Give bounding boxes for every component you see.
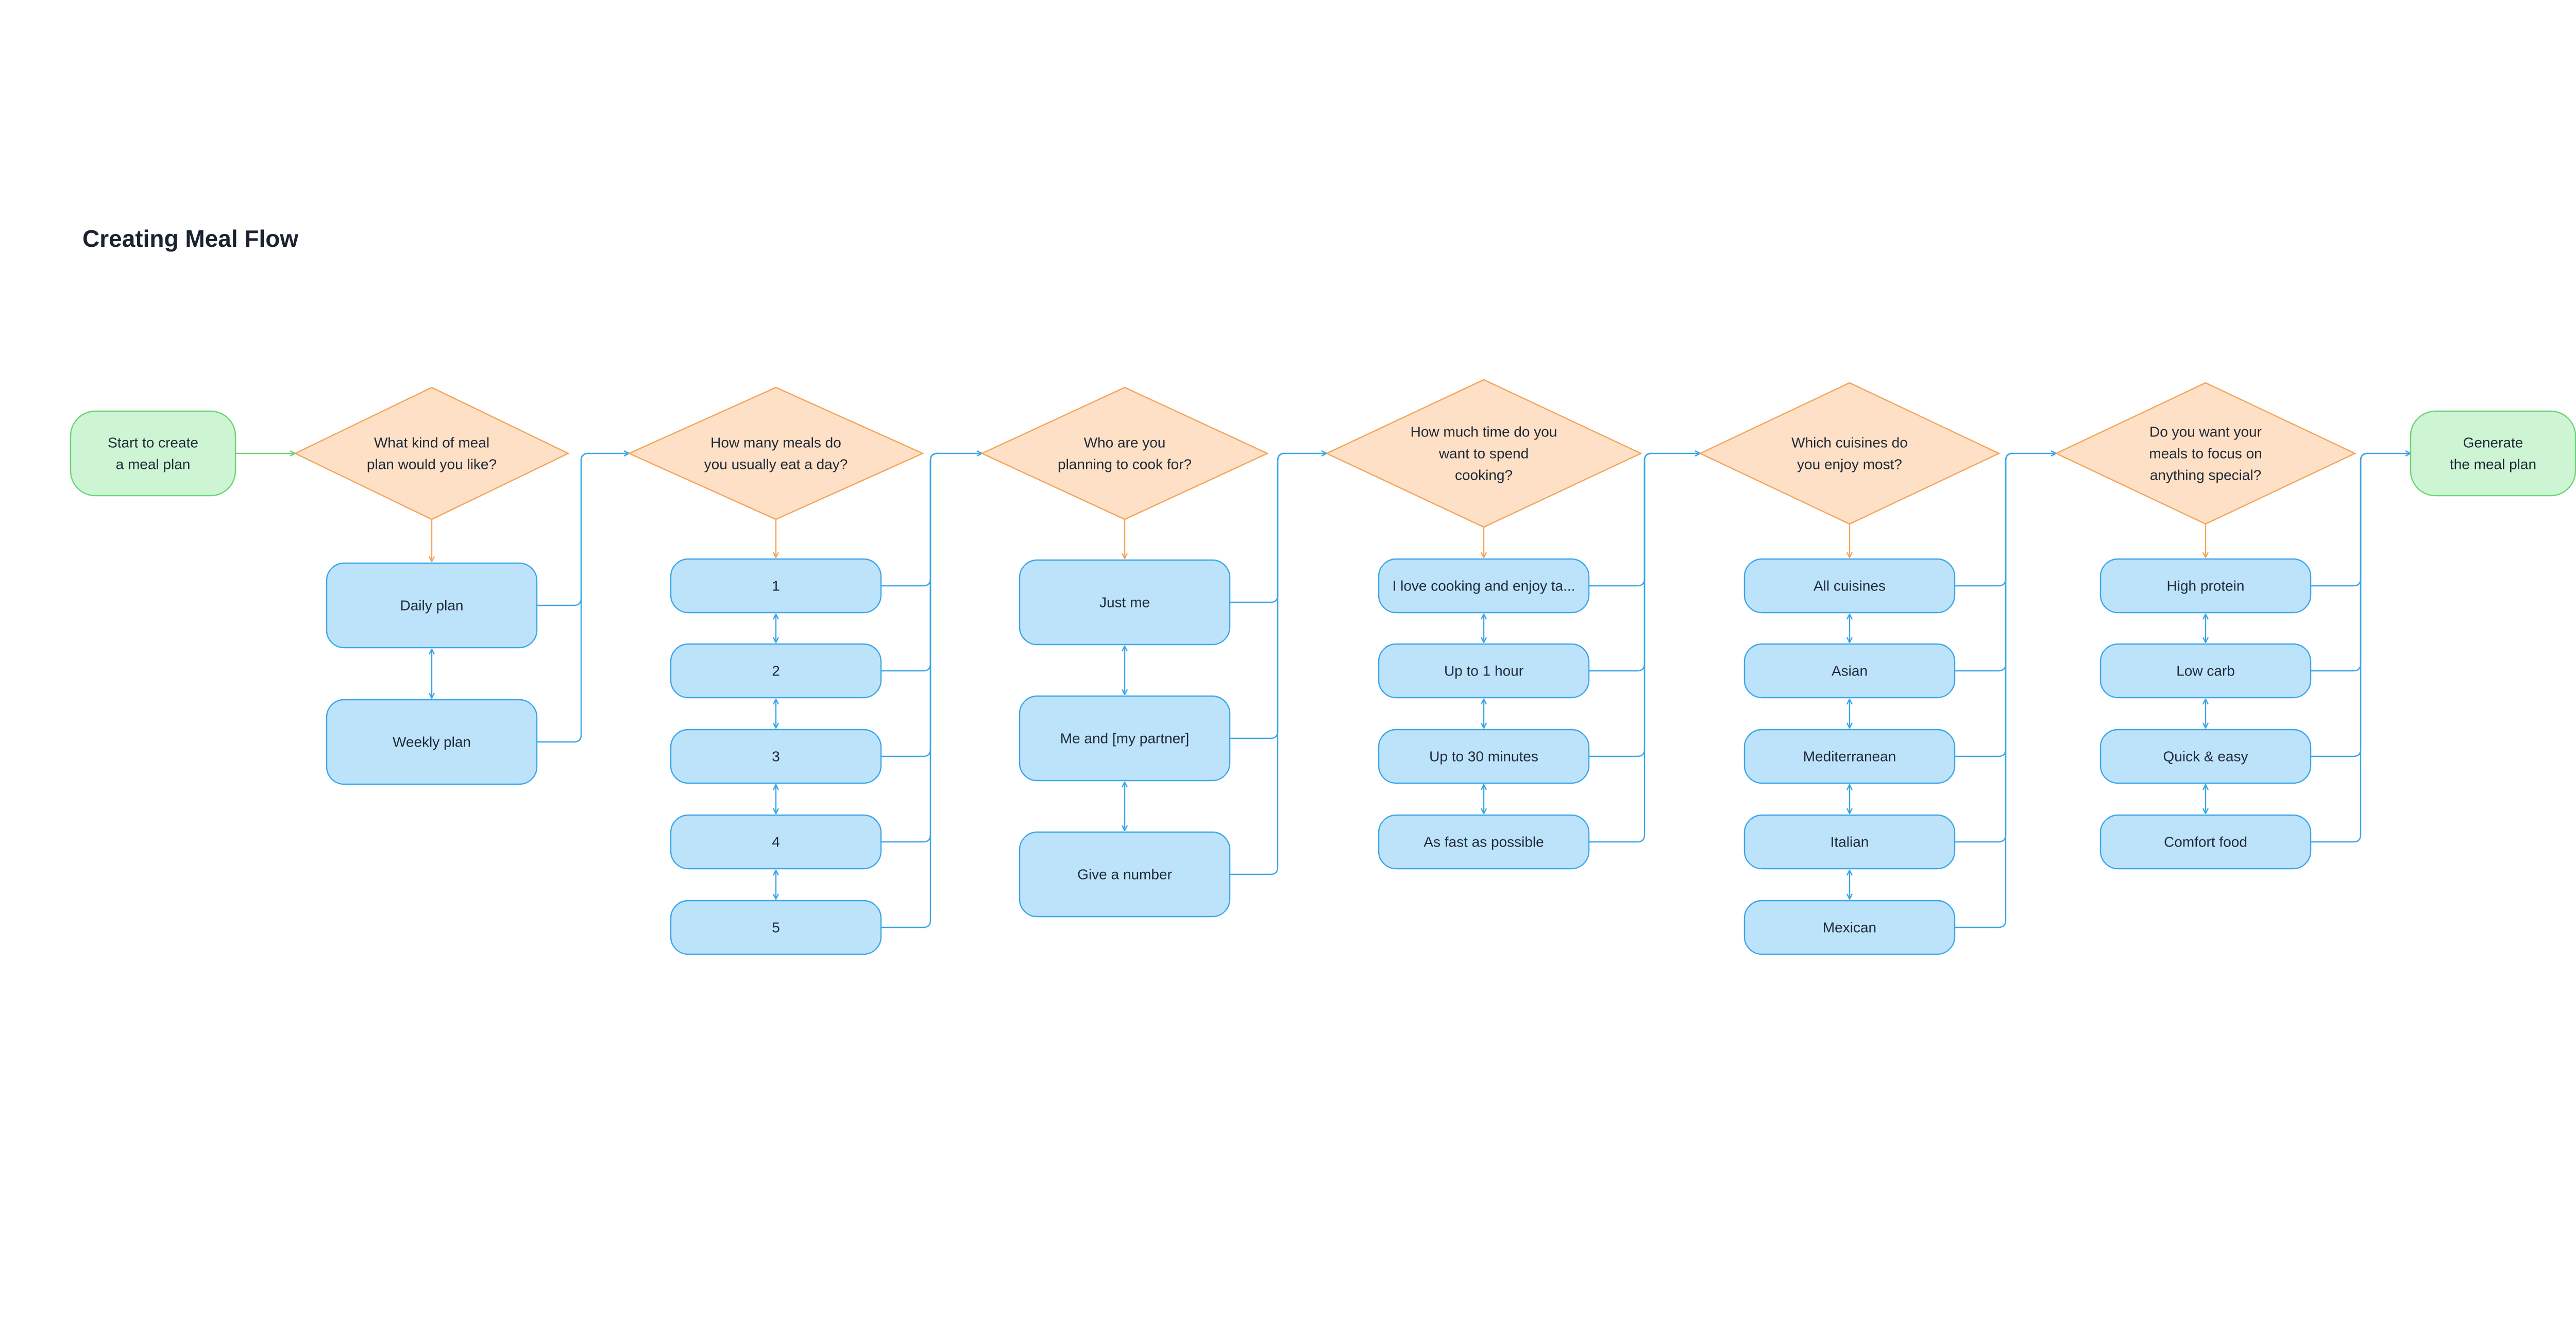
option-label: Daily plan [400,598,464,614]
decision-q6-text-line-3: anything special? [2150,467,2261,483]
decision-q1-text-line-2: plan would you like? [367,456,497,472]
decision-q5-text-line-1: Which cuisines do [1791,435,1908,451]
option-label: Me and [my partner] [1060,731,1190,747]
edge-q5-option-3-to-next [1955,452,2013,757]
option-label: 3 [772,749,780,765]
option-low-carb[interactable]: Low carb [2099,643,2312,699]
option-label: Up to 1 hour [1444,663,1523,679]
option-italian[interactable]: Italian [1743,814,1956,870]
decision-q5: Which cuisines do you enjoy most? [1699,382,2001,525]
start-node-line-2: a meal plan [116,456,191,472]
decision-q6: Do you want your meals to focus on anythin… [2055,382,2357,525]
decision-q1-text-line-1: What kind of meal [374,435,489,451]
edge-q2-option-4-to-next [881,452,938,843]
decision-q2-text-line-2: you usually eat a day? [704,456,848,472]
option-high-protein[interactable]: High protein [2099,558,2312,614]
option-daily-plan[interactable]: Daily plan [326,562,538,649]
option-label: 2 [772,663,780,679]
decision-q6-text-line-1: Do you want your [2149,424,2262,440]
option-mediterranean[interactable]: Mediterranean [1743,729,1956,784]
edge-q5-option-4-to-next [1955,452,2013,843]
option-i-love-cooking-and-enjoy-ta[interactable]: I love cooking and enjoy ta... [1378,558,1590,614]
decision-q4-text-line-1: How much time do you [1411,424,1557,440]
option-label: 4 [772,834,780,850]
option-all-cuisines[interactable]: All cuisines [1743,558,1956,614]
edge-q3-option-1-to-next [1230,452,1285,603]
decision-q4-text-line-3: cooking? [1455,467,1513,483]
option-label: Mexican [1823,920,1876,936]
edge-q5-option-5-to-next [1955,452,2013,928]
start-node-line-1: Start to create [108,435,198,451]
decision-q6-text-line-2: meals to focus on [2149,446,2262,462]
option-weekly-plan[interactable]: Weekly plan [326,699,538,785]
page-title: Creating Meal Flow [82,225,299,252]
option-label: Quick & easy [2163,749,2248,765]
edge-q4-option-3-to-next [1589,452,1652,757]
option-as-fast-as-possible[interactable]: As fast as possible [1378,814,1590,870]
edge-q3-option-2-to-next [1230,452,1285,739]
option-just-me[interactable]: Just me [1019,559,1231,646]
option-label: Just me [1099,595,1150,611]
decision-q5-text-line-2: you enjoy most? [1797,456,1902,472]
option-label: All cuisines [1814,578,1886,594]
start-node: Start to create a meal plan [70,410,236,497]
option-label: 1 [772,578,780,594]
option-label: Low carb [2176,663,2235,679]
option-label: As fast as possible [1423,834,1544,850]
option-label: Up to 30 minutes [1429,749,1538,765]
end-node: Generate the meal plan [2410,410,2576,497]
decision-q3-text-line-2: planning to cook for? [1058,456,1192,472]
edge-q6-option-1-to-next [2311,452,2368,587]
edge-q2-option-3-to-next [881,452,938,757]
end-node-line-1: Generate [2463,435,2523,451]
option-1[interactable]: 1 [670,558,882,614]
decision-q3: Who are you planning to cook for? [980,386,1269,520]
edge-q4-option-2-to-next [1589,452,1652,672]
decision-q4: How much time do you want to spend cooking… [1325,379,1642,528]
decision-q1: What kind of meal plan would you like? [294,386,570,520]
edge-q5-option-2-to-next [1955,452,2013,672]
edge-q5-option-1-to-next [1955,452,2013,587]
edge-q6-option-4-to-next [2311,452,2368,843]
option-label: I love cooking and enjoy ta... [1393,578,1575,594]
edge-q2-option-2-to-next [881,452,938,672]
option-quick-easy[interactable]: Quick & easy [2099,729,2312,784]
edge-q6-option-2-to-next [2311,452,2368,672]
decision-q4-text-line-2: want to spend [1438,446,1529,462]
decision-q2-text-line-1: How many meals do [710,435,841,451]
edge-q3-option-3-to-next [1230,452,1285,875]
option-up-to-1-hour[interactable]: Up to 1 hour [1378,643,1590,699]
option-up-to-30-minutes[interactable]: Up to 30 minutes [1378,729,1590,784]
option-asian[interactable]: Asian [1743,643,1956,699]
option-5[interactable]: 5 [670,900,882,955]
edge-q1-option-2-to-next [537,452,589,743]
end-node-line-2: the meal plan [2450,456,2536,472]
option-label: Mediterranean [1803,749,1896,765]
option-label: Comfort food [2164,834,2247,850]
edge-q2-option-5-to-next [881,452,938,928]
decision-q3-text-line-1: Who are you [1084,435,1166,451]
option-label: Asian [1832,663,1868,679]
decision-q2: How many meals do you usually eat a day? [628,386,924,520]
edge-q6-option-3-to-next [2311,452,2368,757]
option-4[interactable]: 4 [670,814,882,870]
option-label: Weekly plan [393,734,471,750]
option-2[interactable]: 2 [670,643,882,699]
edge-q2-option-1-to-next [881,452,938,587]
option-comfort-food[interactable]: Comfort food [2099,814,2312,870]
option-mexican[interactable]: Mexican [1743,900,1956,955]
option-label: High protein [2167,578,2245,594]
option-give-a-number[interactable]: Give a number [1019,831,1231,918]
option-3[interactable]: 3 [670,729,882,784]
option-label: Give a number [1077,867,1172,883]
edge-q4-option-4-to-next [1589,452,1652,843]
option-me-and-my-partner[interactable]: Me and [my partner] [1019,695,1231,782]
option-label: Italian [1831,834,1869,850]
option-label: 5 [772,920,780,936]
